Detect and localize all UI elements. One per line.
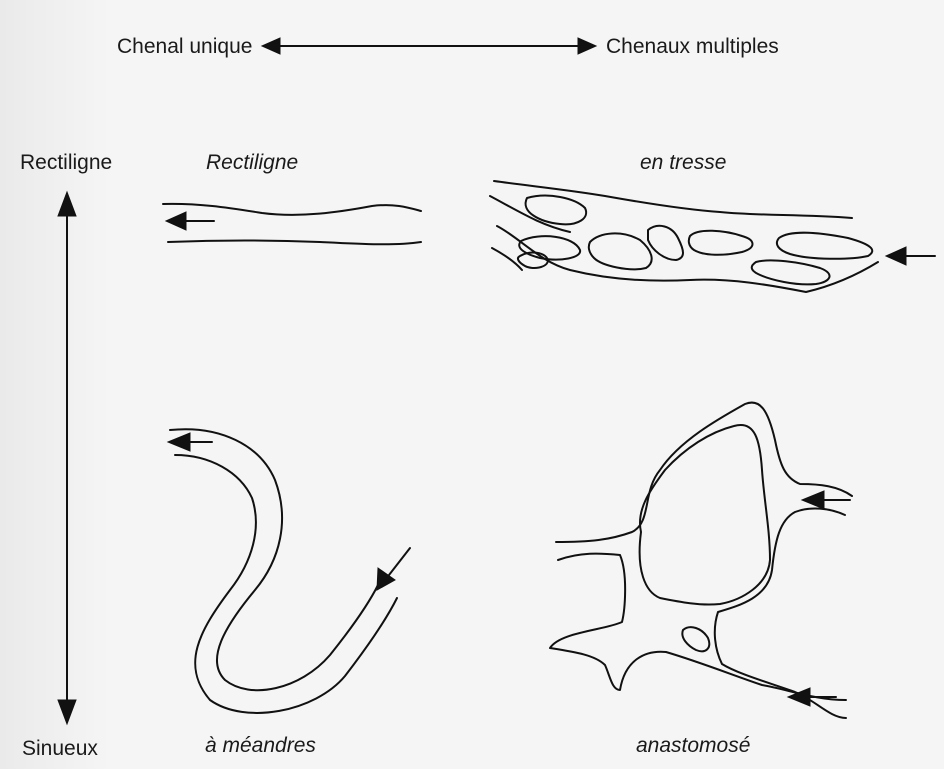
braided-flow-arrow-head [886, 247, 906, 265]
anastomosing-outer-bottom [550, 554, 846, 700]
anastomosing-outer-top [556, 403, 852, 543]
braided-top-bank [494, 181, 852, 218]
anastomosing-inflow-arrow-head-1 [802, 491, 824, 509]
meander-outer-bank [170, 429, 378, 690]
meander-inflow-arrow-shaft [389, 548, 410, 575]
straight-channel [163, 204, 421, 244]
straight-pattern-label: Rectiligne [206, 152, 298, 173]
single-channel-label: Chenal unique [117, 36, 252, 57]
left-arrowhead [262, 38, 280, 54]
anastomosing-channel [550, 403, 852, 719]
sinuous-axis-label: Sinueux [22, 738, 98, 759]
meandering-pattern-label: à méandres [205, 735, 316, 756]
straight-channel-top-bank [163, 204, 421, 215]
straight-channel-bottom-bank [168, 241, 421, 245]
braided-island-6 [689, 231, 753, 255]
braided-island-5 [648, 226, 683, 260]
down-arrowhead [58, 700, 76, 724]
horizontal-double-arrow [262, 38, 596, 54]
anastomosing-right-bank [715, 508, 846, 718]
braided-island-7 [777, 233, 872, 259]
straight-axis-label: Rectiligne [20, 152, 112, 173]
anastomosing-small-island [682, 627, 709, 651]
multiple-channels-label: Chenaux multiples [606, 36, 779, 57]
anastomosing-pattern-label: anastomosé [636, 735, 750, 756]
braided-channel [490, 181, 935, 292]
meander-inner-bank [175, 455, 397, 713]
braided-pattern-label: en tresse [640, 152, 726, 173]
up-arrowhead [58, 192, 76, 216]
vertical-double-arrow [58, 192, 76, 724]
anastomosing-main-island [640, 425, 770, 605]
meander-outflow-arrow-head [168, 433, 190, 451]
braided-island-4 [589, 233, 652, 269]
right-arrowhead [578, 38, 596, 54]
meandering-channel [168, 429, 410, 713]
straight-flow-arrow-head [166, 212, 186, 230]
braided-island-8 [752, 260, 830, 284]
